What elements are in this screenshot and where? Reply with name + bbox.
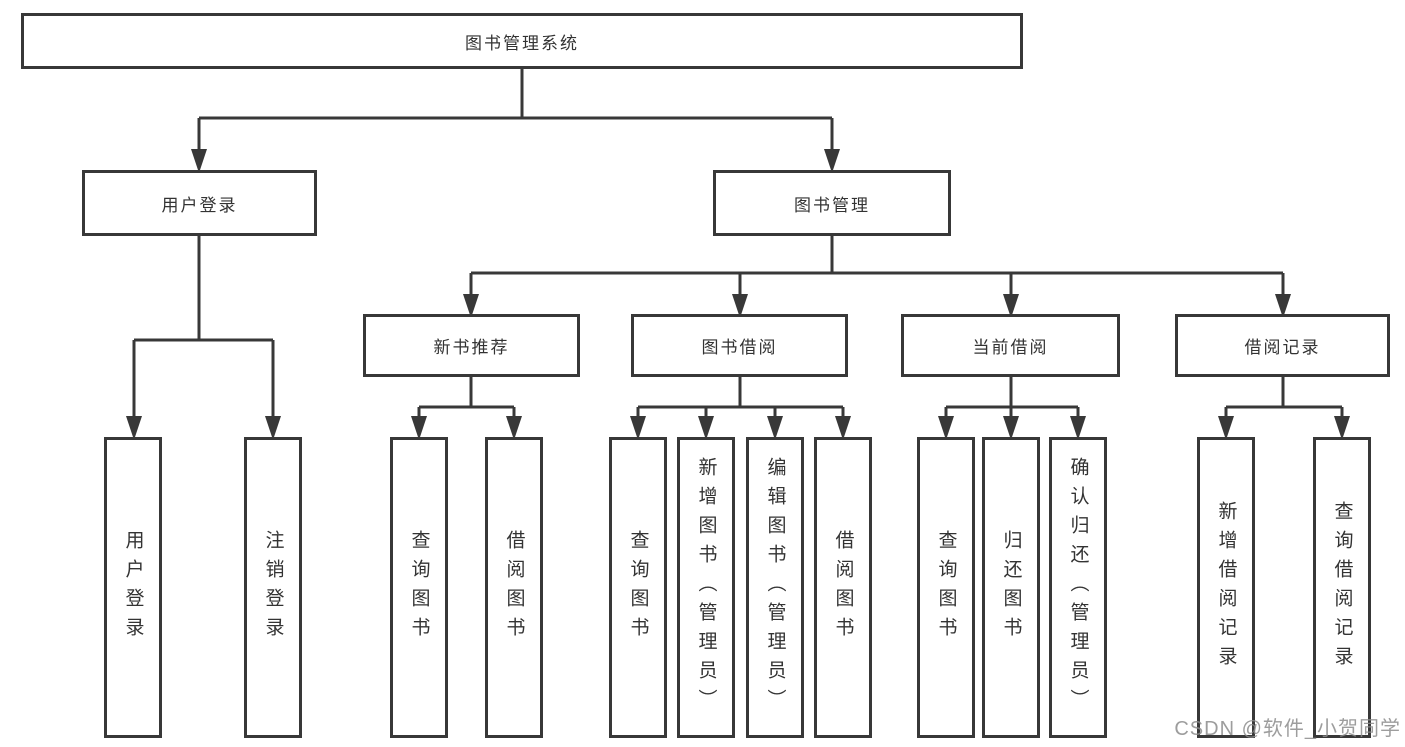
leaf-query-book-borrow-label: 查询图书 xyxy=(627,529,649,646)
node-book-borrow: 图书借阅 xyxy=(631,314,848,377)
leaf-query-book-current-label: 查询图书 xyxy=(935,529,957,646)
leaf-query-book-current: 查询图书 xyxy=(917,437,975,738)
leaf-return-book: 归还图书 xyxy=(982,437,1040,738)
leaf-add-book-admin-label: 新增图书（管理员） xyxy=(695,457,717,718)
leaf-borrow-book-recommend: 借阅图书 xyxy=(485,437,543,738)
leaf-add-borrow-record: 新增借阅记录 xyxy=(1197,437,1255,738)
leaf-user-login: 用户登录 xyxy=(104,437,162,738)
node-current-borrow: 当前借阅 xyxy=(901,314,1120,377)
leaf-confirm-return-admin: 确认归还（管理员） xyxy=(1049,437,1107,738)
watermark: CSDN @软件_小贺同学 xyxy=(1174,718,1401,740)
node-borrow-records: 借阅记录 xyxy=(1175,314,1390,377)
leaf-query-book-recommend: 查询图书 xyxy=(390,437,448,738)
leaf-confirm-return-admin-label: 确认归还（管理员） xyxy=(1067,457,1089,718)
leaf-query-borrow-record-label: 查询借阅记录 xyxy=(1331,500,1353,675)
leaf-logout: 注销登录 xyxy=(244,437,302,738)
leaf-add-book-admin: 新增图书（管理员） xyxy=(677,437,735,738)
node-root: 图书管理系统 xyxy=(21,13,1023,69)
leaf-add-borrow-record-label: 新增借阅记录 xyxy=(1215,500,1237,675)
leaf-edit-book-admin-label: 编辑图书（管理员） xyxy=(764,457,786,718)
leaf-return-book-label: 归还图书 xyxy=(1000,529,1022,646)
leaf-query-book-borrow: 查询图书 xyxy=(609,437,667,738)
leaf-borrow-book: 借阅图书 xyxy=(814,437,872,738)
node-new-book-recommend: 新书推荐 xyxy=(363,314,580,377)
leaf-query-borrow-record: 查询借阅记录 xyxy=(1313,437,1371,738)
leaf-query-book-recommend-label: 查询图书 xyxy=(408,529,430,646)
leaf-logout-label: 注销登录 xyxy=(262,529,284,646)
leaf-user-login-label: 用户登录 xyxy=(122,529,144,646)
leaf-borrow-book-label: 借阅图书 xyxy=(832,529,854,646)
node-user-login: 用户登录 xyxy=(82,170,317,236)
node-book-management: 图书管理 xyxy=(713,170,951,236)
leaf-edit-book-admin: 编辑图书（管理员） xyxy=(746,437,804,738)
leaf-borrow-book-recommend-label: 借阅图书 xyxy=(503,529,525,646)
